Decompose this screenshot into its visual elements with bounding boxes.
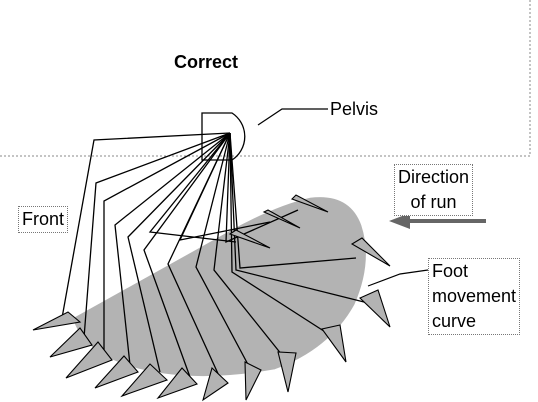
leg-position-2 (49, 132, 231, 358)
foot-curve-label-line1: Foot (432, 261, 469, 281)
leg-positions (32, 132, 391, 402)
foot-6 (156, 367, 198, 400)
foot-7 (202, 366, 229, 402)
foot-12 (350, 237, 391, 267)
leg-position-3 (65, 132, 231, 379)
direction-label-line1: Direction (398, 167, 470, 187)
leg-position-4 (94, 132, 231, 389)
direction-label: Direction of run (394, 164, 474, 216)
foot-3 (65, 341, 113, 379)
foot-1 (32, 311, 82, 331)
leg-position-6 (143, 132, 231, 400)
foot-4 (94, 355, 139, 389)
foot-9 (277, 351, 297, 393)
leg-position-15 (148, 132, 271, 249)
foot-8 (244, 361, 262, 401)
leg-position-8 (195, 132, 262, 401)
leg-position-11 (229, 132, 391, 328)
foot-15 (228, 229, 271, 249)
direction-arrow (389, 213, 486, 229)
leg-position-1 (32, 132, 231, 331)
leg-position-14 (178, 132, 301, 241)
foot-14 (262, 209, 301, 229)
leg-position-10 (229, 132, 347, 363)
foot-curve-leader-line (367, 269, 429, 287)
leg-position-13 (225, 132, 329, 244)
foot-13 (290, 194, 329, 213)
foot-curve-label: Foot movement curve (428, 258, 521, 335)
direction-label-line2: of run (410, 192, 457, 212)
diagram-title: Correct (174, 52, 239, 72)
leg-position-12 (229, 132, 391, 269)
pelvis-leader-line (257, 108, 328, 126)
foot-11 (359, 289, 391, 328)
front-label: Front (18, 206, 69, 233)
foot-2 (49, 327, 93, 358)
foot-curve-label-line3: curve (432, 311, 477, 331)
pelvis-label: Pelvis (330, 99, 379, 119)
foot-curve-label-line2: movement (432, 286, 517, 306)
foot-5 (120, 363, 169, 398)
foot-10 (321, 324, 347, 363)
leg-position-9 (213, 132, 297, 393)
leg-position-5 (120, 132, 231, 398)
dotted-frame (0, 0, 531, 157)
